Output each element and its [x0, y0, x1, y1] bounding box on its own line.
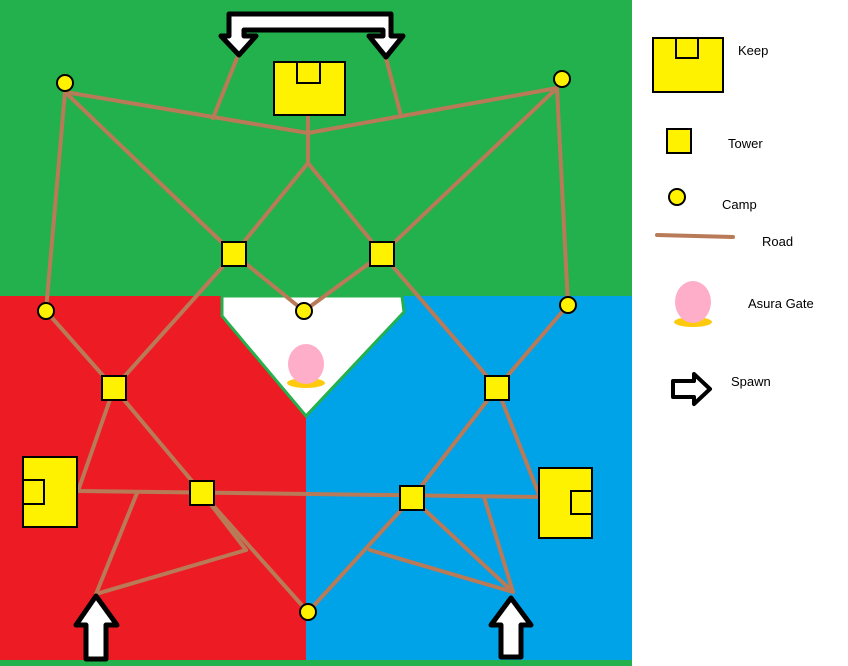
road: [94, 548, 248, 596]
road: [306, 496, 414, 614]
spawn-arrow-icon: [218, 11, 406, 60]
road: [94, 491, 139, 596]
road: [306, 86, 559, 135]
legend-tower-icon: [666, 128, 692, 154]
camp-icon: [37, 302, 55, 320]
road: [63, 90, 236, 256]
road: [384, 56, 403, 118]
legend-asura-gate-icon: [674, 281, 712, 327]
legend-tower-label: Tower: [728, 136, 763, 151]
camp-icon: [553, 70, 571, 88]
road: [63, 90, 310, 135]
road: [482, 495, 515, 594]
legend-road-icon: [655, 233, 735, 239]
legend-keep-icon: [652, 37, 724, 93]
road: [211, 56, 239, 120]
tower-icon: [221, 241, 247, 267]
spawn-arrow-icon: [73, 593, 120, 662]
road: [76, 489, 542, 499]
road: [232, 161, 310, 256]
road: [495, 303, 570, 390]
legend-asura-gate-label: Asura Gate: [748, 296, 814, 311]
tower-icon: [189, 480, 215, 506]
road: [44, 90, 67, 313]
road: [368, 548, 515, 594]
bottom-border: [0, 660, 632, 666]
legend-spawn-label: Spawn: [731, 374, 771, 389]
roads: [44, 56, 570, 614]
keep-icon: [22, 456, 78, 528]
road: [410, 386, 499, 500]
tower-icon: [101, 375, 127, 401]
asura-gate-icon: [287, 344, 325, 388]
road: [380, 86, 559, 256]
road: [306, 161, 384, 256]
camp-icon: [299, 603, 317, 621]
camp-icon: [56, 74, 74, 92]
road: [555, 86, 570, 307]
camp-icon: [295, 302, 313, 320]
keep-icon: [273, 61, 346, 116]
road: [380, 252, 499, 390]
legend-camp-label: Camp: [722, 197, 757, 212]
tower-icon: [399, 485, 425, 511]
road: [495, 386, 542, 499]
keep-icon: [538, 467, 593, 539]
road: [76, 386, 116, 493]
road: [112, 252, 236, 390]
tower-icon: [369, 241, 395, 267]
legend-keep-label: Keep: [738, 43, 769, 58]
tower-icon: [484, 375, 510, 401]
camp-icon: [559, 296, 577, 314]
legend-camp-icon: [668, 188, 686, 206]
spawn-arrow-icon: [488, 595, 534, 660]
road: [410, 496, 515, 594]
road: [112, 386, 204, 495]
legend-spawn-icon: [671, 372, 712, 406]
green-zone: [0, 0, 632, 296]
legend-road-label: Road: [762, 234, 794, 249]
